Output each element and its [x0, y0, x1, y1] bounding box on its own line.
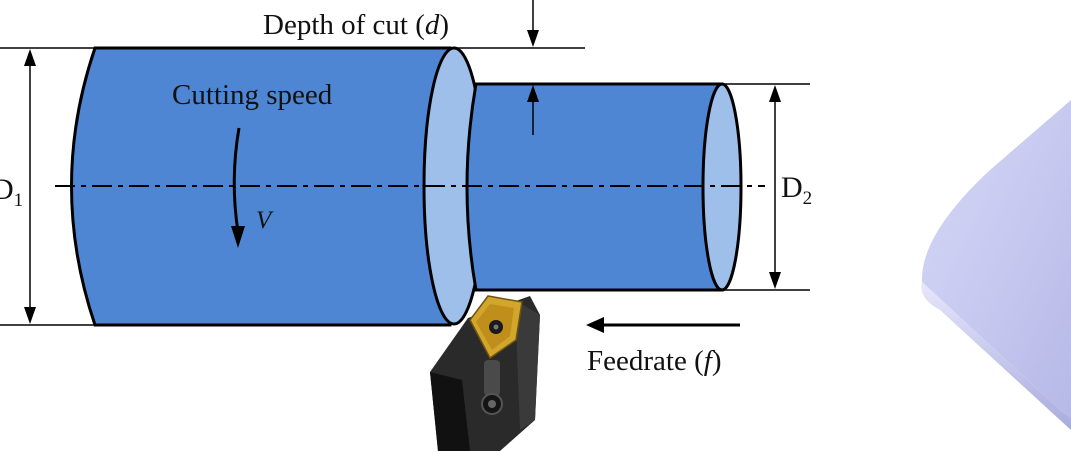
d2-dimension	[722, 83, 810, 291]
d2-label: D2	[781, 171, 812, 209]
d1-dimension	[0, 47, 95, 326]
d1-label: D1	[0, 173, 23, 211]
side-block	[921, 100, 1071, 430]
turning-insert-tool-icon	[430, 295, 540, 451]
feedrate-arrow	[586, 317, 740, 333]
depth-of-cut-label: Depth of cut (d)	[263, 9, 449, 41]
cutting-speed-label: Cutting speed	[172, 79, 333, 111]
feedrate-label: Feedrate (f)	[587, 345, 721, 377]
cutting-speed-arrow	[231, 127, 245, 248]
depth-of-cut-dimension	[450, 0, 585, 135]
velocity-label: V	[256, 207, 274, 234]
